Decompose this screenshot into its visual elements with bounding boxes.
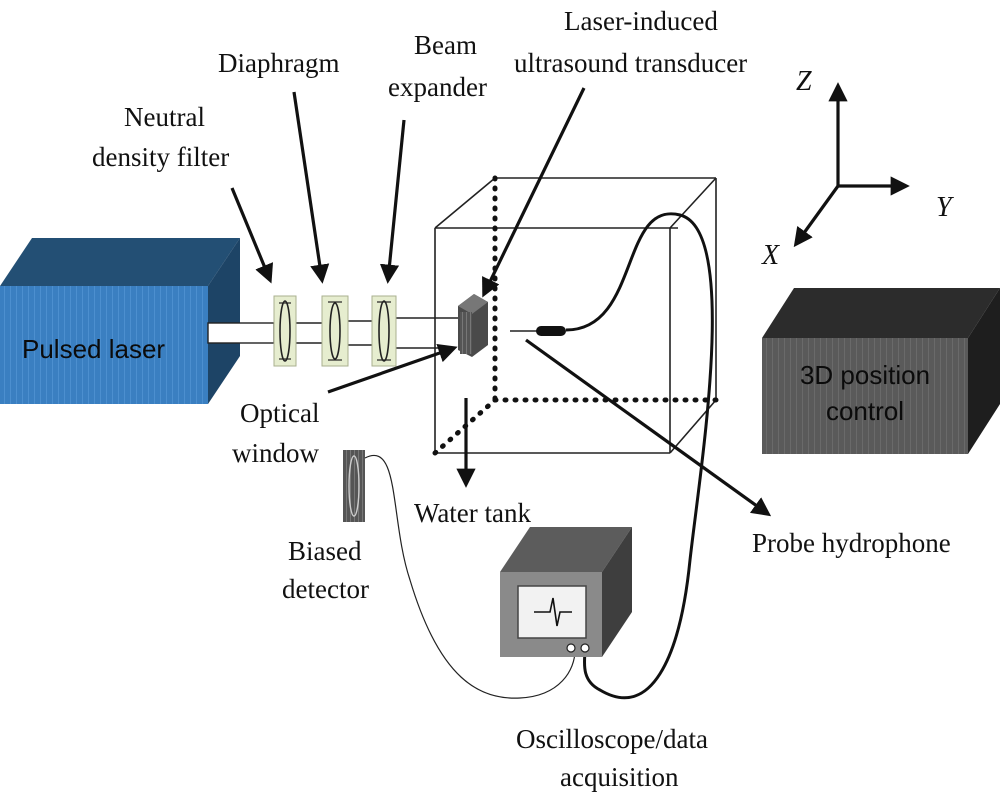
ultrasound-transducer	[458, 294, 488, 357]
position-control-label-line2: control	[826, 396, 904, 426]
position-control-top	[762, 288, 1000, 338]
callout-arrows	[230, 87, 772, 517]
biased-detector	[343, 450, 576, 699]
pulsed-laser-front	[0, 286, 208, 404]
transducer-label-line2: ultrasound transducer	[514, 48, 747, 78]
optical-window-arrow	[327, 344, 458, 394]
detector-cable	[364, 455, 576, 699]
hydrophone-tip	[536, 326, 566, 336]
nd-filter-arrow	[230, 187, 274, 284]
diaphragm-label: Diaphragm	[218, 48, 339, 78]
labels: Neutral density filter Diaphragm Beam ex…	[92, 6, 951, 792]
oscilloscope-waveform	[534, 597, 572, 627]
axis-z-label: Z	[796, 66, 812, 97]
oscilloscope-side	[602, 527, 632, 657]
probe-hydrophone	[510, 212, 714, 700]
optical-window-label-line2: window	[232, 438, 320, 468]
pulsed-laser: Pulsed laser	[0, 238, 240, 404]
diaphragm-arrow	[292, 91, 330, 284]
oscilloscope-label-line1: Oscilloscope/data	[516, 724, 708, 754]
oscilloscope-label-line2: acquisition	[560, 762, 679, 792]
axis-triad: Z Y X	[761, 66, 955, 271]
diaphragm	[321, 295, 349, 367]
position-control: 3D position control	[762, 288, 1000, 454]
biased-detector-label-line2: detector	[282, 574, 369, 604]
position-control-label-line1: 3D position	[800, 360, 930, 390]
beam-expander	[371, 295, 397, 367]
position-control-side	[968, 288, 1000, 454]
oscilloscope-screen	[517, 585, 587, 639]
axis-y-label: Y	[936, 192, 955, 223]
hydrophone-cable	[565, 212, 714, 700]
pulsed-laser-label: Pulsed laser	[22, 334, 165, 364]
probe-hydrophone-label: Probe hydrophone	[752, 528, 951, 558]
optical-window-label-line1: Optical	[240, 398, 319, 428]
position-control-front	[762, 338, 968, 454]
neutral-density-filter	[273, 295, 297, 367]
oscilloscope-top	[500, 527, 632, 572]
transducer-arrow	[482, 87, 586, 298]
probe-hydrophone-arrow	[525, 338, 772, 517]
axis-x-label: X	[761, 240, 780, 271]
pulsed-laser-top	[0, 238, 240, 286]
beam-expander-label-line2: expander	[388, 72, 487, 102]
water-tank-label: Water tank	[414, 498, 532, 528]
pulsed-laser-side	[208, 238, 240, 404]
beam-expander-arrow	[379, 119, 406, 284]
nd-filter-label-line1: Neutral	[124, 102, 205, 132]
transducer-label-line1: Laser-induced	[564, 6, 718, 36]
beam-path	[207, 317, 460, 349]
nd-filter-label-line2: density filter	[92, 142, 229, 172]
biased-detector-label-line1: Biased	[288, 536, 362, 566]
beam-expander-label-line1: Beam	[414, 30, 477, 60]
oscilloscope	[500, 527, 632, 657]
